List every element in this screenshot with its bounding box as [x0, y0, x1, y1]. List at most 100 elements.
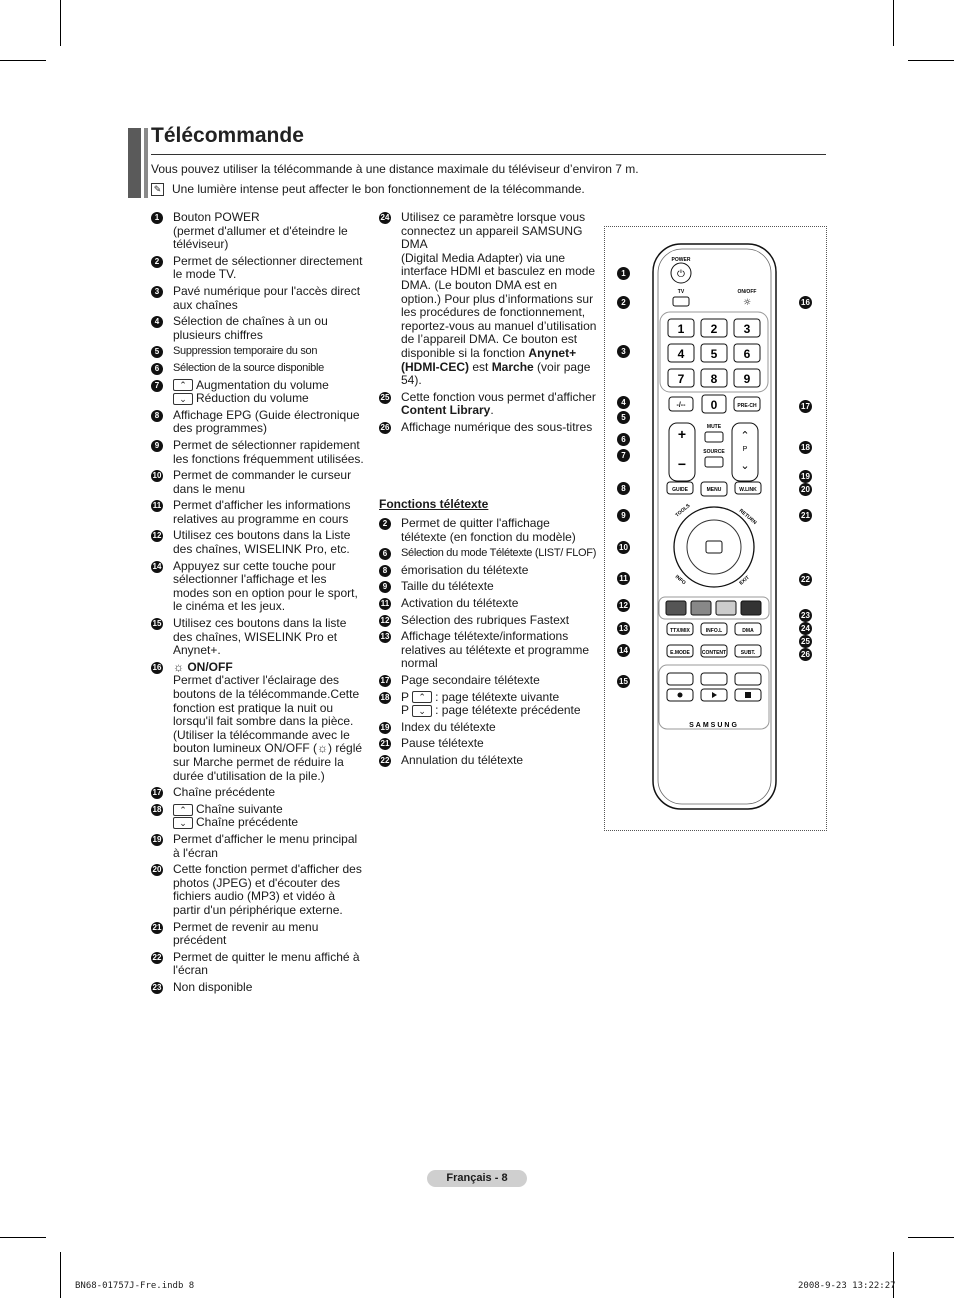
item-number: 19	[151, 833, 163, 846]
digit-label: 1	[678, 322, 685, 336]
item-number: 17	[151, 787, 163, 800]
item-text: Annulation du télétexte	[401, 753, 524, 767]
item-number: 21	[151, 921, 163, 934]
crop-mark	[0, 1237, 46, 1238]
item-text: Sélection de la source disponible	[173, 361, 324, 374]
remote-ttx-label: TTX/MIX	[670, 628, 690, 634]
callout-number: 23	[799, 609, 812, 622]
digit-label: 7	[678, 372, 685, 386]
page-title: Télécommande	[151, 124, 304, 147]
callout-number: 14	[617, 644, 630, 657]
item-number: 11	[379, 598, 391, 611]
callout-number: 8	[617, 482, 630, 495]
item-number: 1	[151, 212, 163, 224]
item-text: Taille du télétexte	[401, 579, 494, 594]
remote-emode-label: E.MODE	[670, 650, 690, 656]
remote-infol-label: INFO.L	[706, 628, 722, 634]
digit-label: 5	[711, 347, 718, 361]
bold-term: Content Library	[401, 403, 491, 418]
color-key	[740, 600, 762, 616]
item-title: ☼ ON/OFF	[173, 659, 233, 674]
item-text: Affichage EPG (Guide électronique des pr…	[173, 407, 360, 436]
remote-wlink-label: W.LINK	[739, 487, 757, 493]
remote-zero-label: 0	[711, 398, 718, 412]
callout-number: 25	[799, 635, 812, 648]
remote-guide-label: GUIDE	[672, 487, 689, 493]
item-number: 8	[151, 409, 163, 422]
callout-number: 7	[617, 449, 630, 462]
bold-term: Anynet+ (HDMI-CEC)	[401, 345, 577, 374]
item-number: 8	[379, 564, 391, 577]
callout-number: 10	[617, 541, 630, 554]
remote-dash-label: -/--	[677, 402, 687, 409]
item-text: Utilisez ce paramètre lorsque vous conne…	[401, 210, 597, 388]
digit-label: 2	[711, 322, 718, 336]
item-text: Permet d'afficher les informations relat…	[173, 498, 351, 526]
down-key-icon: ⌄	[412, 705, 433, 718]
title-rule	[151, 154, 826, 155]
middle-column: 24 Utilisez ce paramètre lorsque vous con…	[379, 210, 597, 771]
item-text: Permet de revenir au menu précédent	[173, 919, 319, 948]
left-item: 20 Cette fonction permet d'afficher des p…	[151, 862, 365, 917]
svg-text:⌃: ⌃	[740, 429, 749, 442]
digit-key	[733, 343, 761, 363]
callout-number: 6	[617, 433, 630, 446]
item-number: 22	[379, 755, 391, 767]
item-text: ⌃Chaîne suivante⌄Chaîne précédente	[173, 802, 298, 830]
note-icon: ✎	[151, 182, 164, 196]
note: ✎ Une lumière intense peut affecter le b…	[151, 182, 585, 196]
left-column: 1 Bouton POWER(permet d'allumer et d'étei…	[151, 210, 365, 997]
remote-content-label: CONTENT	[702, 650, 726, 656]
item-text: Cette fonction vous permet d'afficher Co…	[401, 389, 596, 418]
item-number: 18	[379, 691, 391, 704]
spacer	[379, 438, 597, 490]
item-number: 20	[151, 864, 163, 877]
item-text: Activation du télétexte	[401, 596, 519, 611]
teletext-heading: Fonctions télétexte	[379, 496, 489, 511]
color-key	[690, 600, 712, 616]
digit-key	[733, 318, 761, 338]
callout-number: 3	[617, 345, 630, 358]
mid-item: 24 Utilisez ce paramètre lorsque vous con…	[379, 210, 597, 388]
callout-number: 9	[617, 509, 630, 522]
crop-mark	[908, 60, 954, 61]
remote-dma-label: DMA	[742, 628, 754, 634]
callout-number: 24	[799, 622, 812, 635]
item-text: Non disponible	[173, 979, 253, 994]
down-key-icon: ⌄	[173, 392, 193, 405]
callout-number: 4	[617, 396, 630, 409]
footer-date: 2008-9-23 13:22:27	[798, 1281, 896, 1291]
item-text: Pavé numérique pour l'accès direct aux c…	[173, 283, 361, 312]
item-text: Pause télétexte	[401, 736, 484, 751]
digit-label: 9	[744, 372, 751, 386]
item-number: 19	[379, 721, 391, 734]
item-number: 6	[379, 548, 391, 561]
callout-number: 22	[799, 573, 812, 586]
item-number: 24	[379, 212, 391, 224]
item-text: Sélection du mode Télétexte (LIST/ FLOF)	[401, 547, 597, 560]
callout-number: 15	[617, 675, 630, 688]
svg-text:+: +	[678, 426, 686, 442]
callout-number: 11	[617, 572, 630, 585]
item-number: 23	[151, 981, 163, 994]
item-number: 16	[151, 661, 163, 674]
item-number: 10	[151, 470, 163, 483]
section-bar	[128, 128, 144, 198]
intro-text: Vous pouvez utiliser la télécommande à u…	[151, 162, 639, 176]
item-text: Cette fonction permet d'afficher des pho…	[173, 862, 362, 917]
item-number: 11	[151, 500, 163, 513]
item-text: Appuyez sur cette touche pour sélectionn…	[173, 558, 358, 614]
item-text: Bouton POWER(permet d'allumer et d'étein…	[173, 210, 348, 252]
